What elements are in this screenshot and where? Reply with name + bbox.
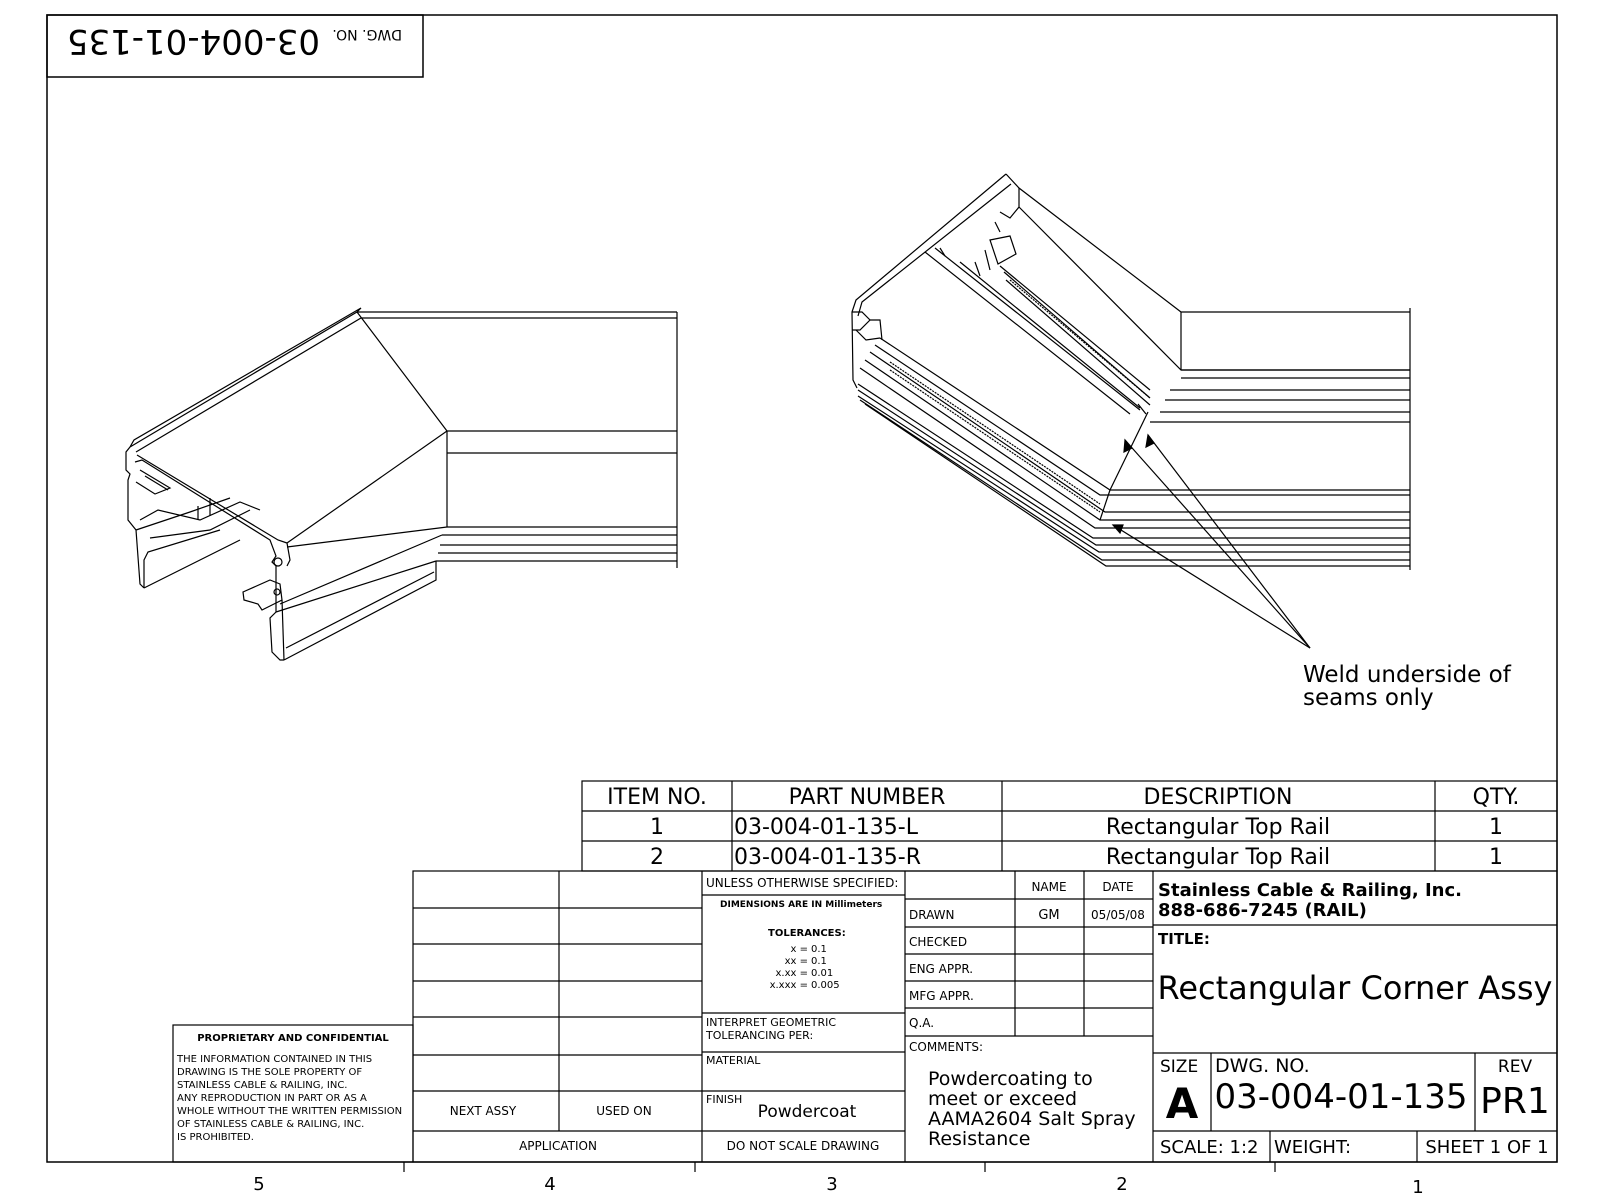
bom-row1-part: 03-004-01-135-L	[734, 815, 919, 840]
zone-5: 5	[253, 1174, 264, 1195]
rotated-dwg-box: DWG. NO. 03-004-01-135	[46, 14, 424, 78]
proprietary-line7: IS PROHIBITED.	[177, 1132, 254, 1143]
name-header: NAME	[1031, 880, 1066, 894]
company-name: Stainless Cable & Railing, Inc.	[1158, 880, 1462, 901]
proprietary-line6: OF STAINLESS CABLE & RAILING, INC.	[177, 1119, 364, 1130]
weld-note-line2: seams only	[1303, 685, 1434, 711]
comment-line2: meet or exceed	[928, 1088, 1077, 1110]
proprietary-line4: ANY REPRODUCTION IN PART OR AS A	[177, 1093, 367, 1104]
tol-k-0: x =	[791, 944, 808, 955]
comment-line3: AAMA2604 Salt Spray	[928, 1108, 1136, 1130]
rev-label: REV	[1498, 1057, 1533, 1077]
finish-value: Powdercoat	[758, 1102, 857, 1122]
weld-leaders	[1111, 433, 1311, 649]
rev-value: PR1	[1480, 1081, 1550, 1122]
comment-line1: Powdercoating to	[928, 1068, 1093, 1090]
zone-markers: 5 4 3 2 1	[253, 1162, 1424, 1198]
zone-1: 1	[1412, 1177, 1423, 1198]
proprietary-line1: THE INFORMATION CONTAINED IN THIS	[176, 1054, 372, 1065]
used-on-label: USED ON	[596, 1104, 651, 1118]
drawn-label: DRAWN	[909, 908, 955, 922]
zone-2: 2	[1116, 1174, 1127, 1195]
comments-label: COMMENTS:	[909, 1040, 983, 1054]
material-label: MATERIAL	[706, 1054, 761, 1067]
company-phone: 888-686-7245 (RAIL)	[1158, 900, 1367, 921]
drawing-title: Rectangular Corner Assy	[1158, 969, 1553, 1007]
left-rail-view	[125, 307, 678, 661]
interpret-line1: INTERPRET GEOMETRIC	[706, 1016, 836, 1029]
tol-k-1: xx =	[785, 956, 808, 967]
proprietary-line2: DRAWING IS THE SOLE PROPERTY OF	[177, 1067, 362, 1078]
title-block: NEXT ASSY USED ON APPLICATION UNLESS OTH…	[172, 870, 1558, 1163]
eng-appr-label: ENG APPR.	[909, 962, 973, 976]
bom-row2-desc: Rectangular Top Rail	[1106, 845, 1330, 870]
date-header: DATE	[1102, 880, 1133, 894]
application-label: APPLICATION	[519, 1139, 597, 1153]
tol-k-3: x.xxx =	[770, 980, 808, 991]
zone-4: 4	[544, 1174, 555, 1195]
dwg-no-value: 03-004-01-135	[1214, 1077, 1467, 1117]
checked-label: CHECKED	[909, 935, 967, 949]
drawn-name: GM	[1038, 908, 1059, 923]
zone-3: 3	[826, 1174, 837, 1195]
dwg-no-label: DWG. NO.	[1215, 1055, 1310, 1077]
drawn-date: 05/05/08	[1091, 908, 1145, 922]
next-assy-label: NEXT ASSY	[450, 1104, 517, 1118]
unless-specified: UNLESS OTHERWISE SPECIFIED:	[706, 876, 898, 890]
mfg-appr-label: MFG APPR.	[909, 989, 974, 1003]
bom-row1-desc: Rectangular Top Rail	[1106, 815, 1330, 840]
bom-header-item: ITEM NO.	[607, 785, 707, 810]
bom-table: ITEM NO. PART NUMBER DESCRIPTION QTY. 1 …	[581, 780, 1558, 872]
rotated-dwg-label: DWG. NO.	[332, 26, 402, 42]
tol-v-3: 0.005	[811, 980, 840, 991]
bom-row1-qty: 1	[1489, 815, 1503, 840]
dimensions-note: DIMENSIONS ARE IN Millimeters	[720, 900, 882, 910]
tolerances-title: TOLERANCES:	[768, 928, 846, 939]
qa-label: Q.A.	[909, 1016, 934, 1030]
bom-header-part: PART NUMBER	[789, 785, 946, 810]
bom-row2-part: 03-004-01-135-R	[734, 845, 921, 870]
comment-line4: Resistance	[928, 1128, 1030, 1150]
proprietary-title: PROPRIETARY AND CONFIDENTIAL	[197, 1033, 389, 1044]
weld-note-line1: Weld underside of	[1303, 662, 1512, 688]
proprietary-line3: STAINLESS CABLE & RAILING, INC.	[177, 1080, 347, 1091]
size-value: A	[1166, 1079, 1199, 1128]
finish-label: FINISH	[706, 1093, 742, 1106]
scale-text: SCALE: 1:2	[1160, 1137, 1258, 1158]
bom-row2-item: 2	[650, 845, 664, 870]
size-label: SIZE	[1160, 1057, 1198, 1077]
bom-row2-qty: 1	[1489, 845, 1503, 870]
tol-v-1: 0.1	[811, 956, 827, 967]
tol-k-2: x.xx =	[776, 968, 809, 979]
tol-v-2: 0.01	[811, 968, 833, 979]
sheet-text: SHEET 1 OF 1	[1425, 1137, 1548, 1158]
interpret-line2: TOLERANCING PER:	[705, 1029, 813, 1042]
title-label: TITLE:	[1158, 930, 1210, 948]
right-rail-view	[851, 173, 1411, 570]
weight-text: WEIGHT:	[1274, 1137, 1351, 1158]
proprietary-line5: WHOLE WITHOUT THE WRITTEN PERMISSION	[177, 1106, 402, 1117]
bom-row1-item: 1	[650, 815, 664, 840]
bom-header-desc: DESCRIPTION	[1144, 785, 1293, 810]
bom-header-qty: QTY.	[1473, 785, 1520, 810]
no-scale-note: DO NOT SCALE DRAWING	[727, 1139, 880, 1153]
tol-v-0: 0.1	[811, 944, 827, 955]
rotated-dwg-number: 03-004-01-135	[67, 21, 320, 61]
